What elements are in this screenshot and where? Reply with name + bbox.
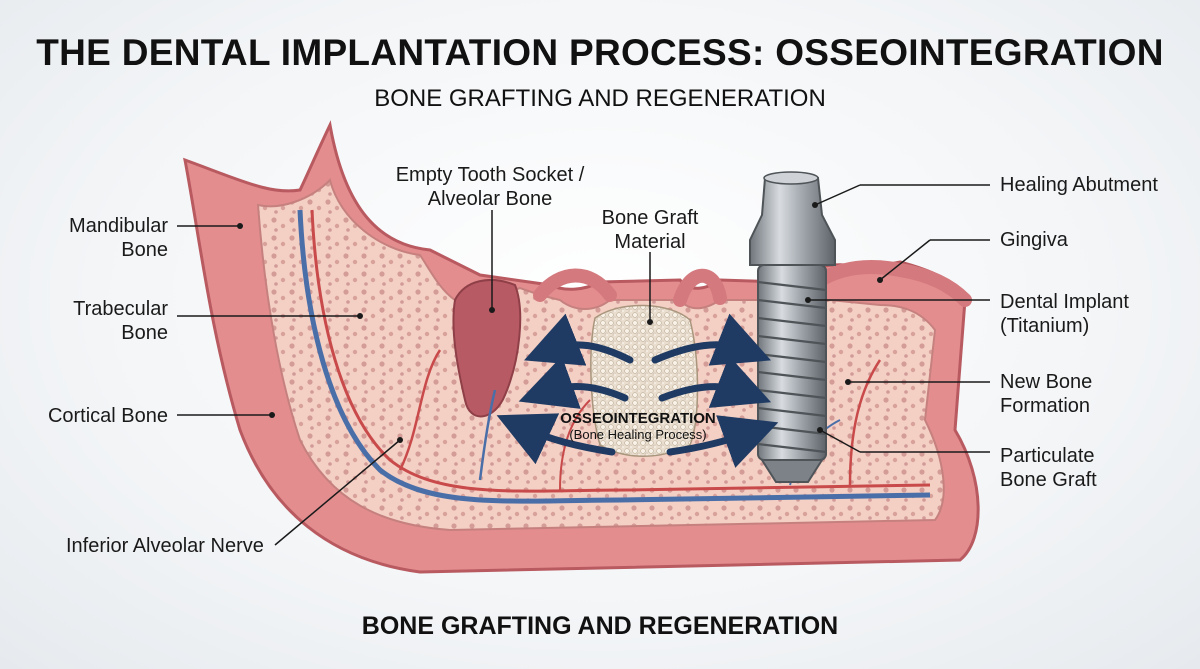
osseointegration-description: (Bone Healing Process) <box>569 427 707 442</box>
label-bone-graft-material: Bone Graft Material <box>601 207 699 253</box>
label-particulate-bone-graft: Particulate Bone Graft <box>1000 445 1097 491</box>
page-subtitle: BONE GRAFTING AND REGENERATION <box>374 85 826 112</box>
dental-implant <box>749 171 836 483</box>
page-title: THE DENTAL IMPLANTATION PROCESS: OSSEOIN… <box>36 32 1164 73</box>
label-inferior-alveolar-nerve: Inferior Alveolar Nerve <box>66 535 264 557</box>
label-empty-socket: Empty Tooth Socket / Alveolar Bone <box>395 164 585 210</box>
label-gingiva: Gingiva <box>1000 229 1068 251</box>
label-healing-abutment: Healing Abutment <box>1000 174 1158 196</box>
empty-socket <box>452 279 522 418</box>
label-mandibular-bone: Mandibular Bone <box>69 215 168 261</box>
osseointegration-arrows <box>496 313 779 468</box>
osseointegration-title: OSSEOINTEGRATION <box>560 410 716 427</box>
nerve-vessels <box>297 209 931 504</box>
bone-graft-material <box>590 304 699 457</box>
label-new-bone-formation: New Bone Formation <box>1000 371 1093 417</box>
label-cortical-bone: Cortical Bone <box>47 405 168 427</box>
leader-lines <box>177 184 990 546</box>
leader-dots <box>237 202 883 443</box>
label-trabecular-bone: Trabecular Bone <box>73 298 168 344</box>
label-dental-implant: Dental Implant (Titanium) <box>1000 291 1129 337</box>
footer-caption: BONE GRAFTING AND REGENERATION <box>361 612 839 640</box>
osseointegration-caption: OSSEOINTEGRATION (Bone Healing Process) <box>528 410 748 442</box>
